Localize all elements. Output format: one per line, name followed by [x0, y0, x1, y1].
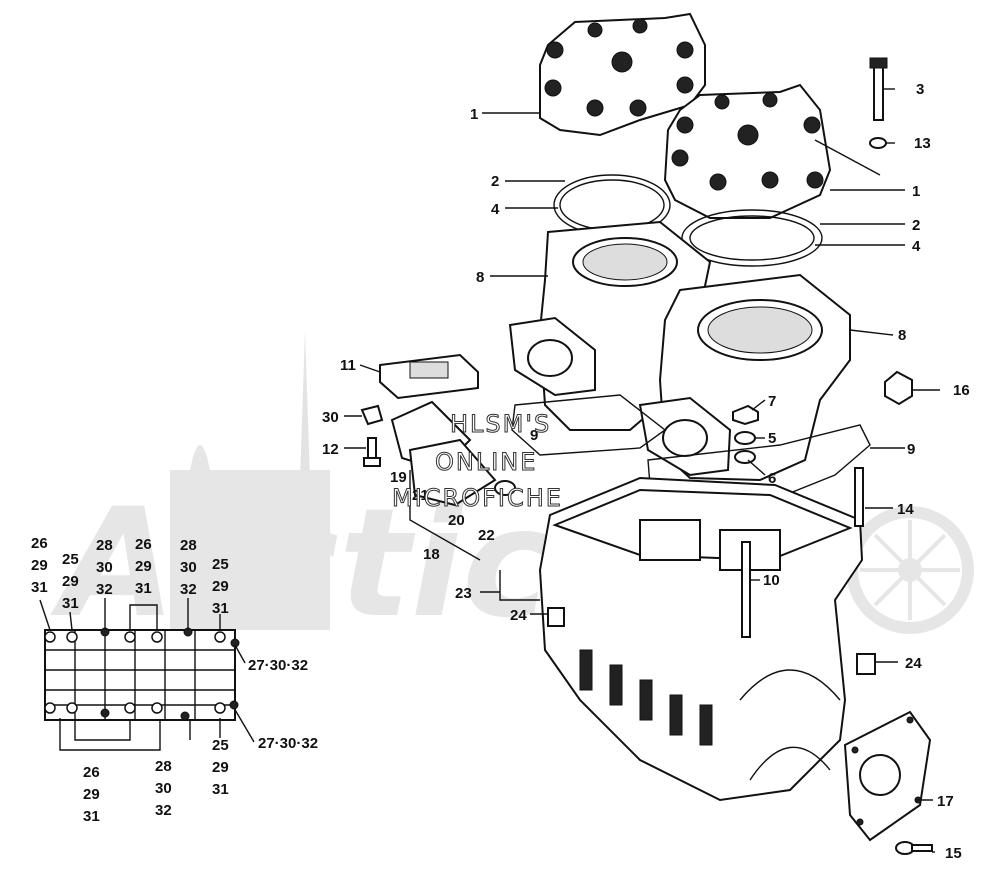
callout-label: 31: [212, 781, 229, 798]
callout-15: 15: [945, 845, 962, 862]
callout-label: 31: [83, 808, 100, 825]
crankcase: [538, 476, 864, 802]
callout-8b: 8: [898, 327, 906, 344]
callout-12: 12: [322, 441, 339, 458]
callout-18: 18: [423, 546, 440, 563]
stud-10: [741, 541, 751, 638]
inset-callout-27b: 27·30·32: [258, 735, 318, 752]
callout-label: ONLINE: [435, 448, 537, 476]
callout-24a: 24: [510, 607, 527, 624]
callout-label: 30: [155, 780, 172, 797]
callout-label: 29: [62, 573, 79, 590]
callout-label: 32: [155, 802, 172, 819]
callout-label: 29: [135, 558, 152, 575]
callout-label: MICROFICHE: [392, 484, 563, 512]
callout-20: 20: [448, 512, 465, 529]
washer-6: [734, 450, 756, 464]
screw-15: [895, 841, 933, 855]
callout-label: 31: [135, 580, 152, 597]
callout-label: 25: [212, 737, 229, 754]
inset-bottom-labels: 26 29 31 28 30 32 25 29 31: [83, 737, 229, 825]
callout-label: 28: [180, 537, 197, 554]
callout-1b: 1: [912, 183, 920, 200]
callout-label: 26: [31, 535, 48, 552]
cover-plate-17: [843, 710, 932, 842]
inset-callout-27a: 27·30·32: [248, 657, 308, 674]
callout-label: 29: [212, 578, 229, 595]
callout-30: 30: [322, 409, 339, 426]
callout-23: 23: [455, 585, 472, 602]
screw-12: [363, 437, 381, 467]
watermark-text: HLSM'S ONLINE MICROFICHE: [392, 410, 563, 513]
callout-4b: 4: [912, 238, 921, 255]
callout-label: 30: [96, 559, 113, 576]
callout-9b: 9: [907, 441, 915, 458]
nut-7: [732, 404, 759, 426]
callout-14: 14: [897, 501, 914, 518]
callout-17: 17: [937, 793, 954, 810]
callout-8a: 8: [476, 269, 484, 286]
callout-19: 19: [390, 469, 407, 486]
callout-3: 3: [916, 81, 924, 98]
cylinder-rear: [508, 220, 712, 431]
callout-13: 13: [914, 135, 931, 152]
callout-2a: 2: [491, 173, 499, 190]
callout-16: 16: [953, 382, 970, 399]
callout-5: 5: [768, 430, 776, 447]
callout-label: 31: [212, 600, 229, 617]
intake-assembly: [379, 353, 516, 507]
callout-label: 25: [212, 556, 229, 573]
washer-5: [734, 431, 756, 445]
callout-label: 32: [180, 581, 197, 598]
bolt-3: [869, 57, 888, 121]
callout-label: 31: [31, 579, 48, 596]
leader-lines: [344, 88, 940, 853]
callout-labels: 1 2 4 8 3 13 1 2 4 8 16 9 14 10 7 5 6 9 …: [322, 81, 970, 862]
fasteners: [360, 57, 933, 855]
callout-24b: 24: [905, 655, 922, 672]
callout-label: 29: [83, 786, 100, 803]
washer-13: [869, 137, 887, 149]
callout-label: 32: [96, 581, 113, 598]
callout-label: HLSM'S: [450, 410, 551, 438]
callout-21: 21: [412, 487, 429, 504]
callout-6: 6: [768, 470, 776, 487]
dowel-24a: [547, 607, 565, 627]
callout-label: 25: [62, 551, 79, 568]
callout-label: 26: [135, 536, 152, 553]
watermark-logo: Arctic: [50, 330, 974, 651]
callout-label: 26: [83, 764, 100, 781]
dowel-24b: [856, 653, 876, 675]
callout-label: 28: [155, 758, 172, 775]
bolt-pattern-inset: 26 29 31 25 29 31 28 30 32 26 29 31 28 3…: [31, 535, 318, 825]
cylinder-front: [638, 273, 851, 482]
callout-label: 28: [96, 537, 113, 554]
cylinder-head-front: [663, 83, 832, 219]
callout-11: 11: [340, 357, 356, 374]
callout-22: 22: [478, 527, 495, 544]
callout-9a: 9: [530, 427, 538, 444]
nut-30: [360, 404, 384, 426]
callout-label: 29: [212, 759, 229, 776]
callout-label: 31: [62, 595, 79, 612]
callout-1a: 1: [470, 106, 478, 123]
stud-14: [854, 467, 864, 527]
inset-top-labels: 26 29 31 25 29 31 28 30 32 26 29 31 28 3…: [31, 535, 229, 617]
callout-2b: 2: [912, 217, 920, 234]
callout-label: Arctic: [50, 477, 551, 651]
callout-label: 29: [31, 557, 48, 574]
callout-10: 10: [763, 572, 780, 589]
nut-16: [884, 370, 913, 406]
cylinder-head-rear: [539, 12, 706, 137]
callout-label: 30: [180, 559, 197, 576]
callout-7: 7: [768, 393, 776, 410]
callout-4a: 4: [491, 201, 500, 218]
